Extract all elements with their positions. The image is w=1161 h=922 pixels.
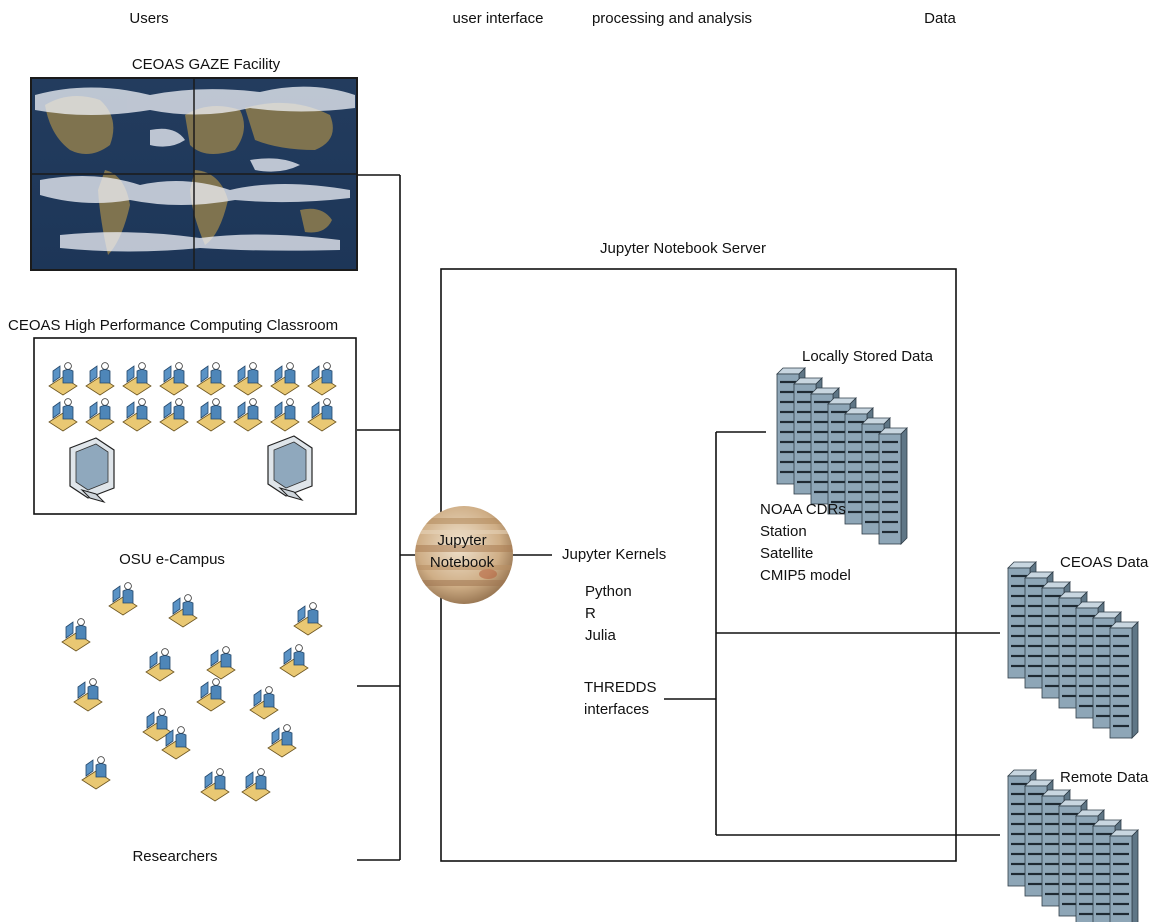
remote-data-label: Remote Data [1060,769,1149,786]
ceoas-server-racks [1008,562,1138,738]
notebook-line-2: Notebook [429,554,495,571]
jupyter-notebook-label: Jupyter Notebook [414,530,510,574]
gaze-display-wall [30,77,358,271]
local-data-item: CMIP5 model [760,567,851,584]
jupyter-notebook-sphere [415,506,513,604]
local-data-item: NOAA CDRs [760,501,846,518]
notebook-line-1: Jupyter [437,532,487,549]
ecampus-users [61,582,323,802]
header-processing: processing and analysis [591,10,753,27]
server-title: Jupyter Notebook Server [600,240,766,257]
kernel-julia: Julia [585,627,616,644]
connector-lines [357,174,1000,861]
header-users: Users [129,10,169,27]
remote-server-racks [1008,770,1138,922]
thredds-line-1: THREDDS [584,679,657,696]
ecampus-label: OSU e-Campus [119,551,225,568]
hpc-classroom-label: CEOAS High Performance Computing Classro… [8,317,339,334]
thredds-label: THREDDS interfaces [584,677,657,721]
kernel-r: R [585,605,596,622]
gaze-facility-label: CEOAS GAZE Facility [131,56,281,73]
local-data-item: Satellite [760,545,814,562]
header-data: Data [924,10,956,27]
ceoas-data-label: CEOAS Data [1060,554,1149,571]
researchers-label: Researchers [132,848,218,865]
local-data-list: NOAA CDRs Station Satellite CMIP5 model [760,499,851,587]
kernel-list: Python R Julia [585,581,632,647]
header-user-interface: user interface [452,10,544,27]
kernels-title: Jupyter Kernels [562,546,667,563]
thredds-line-2: interfaces [584,701,650,718]
local-data-item: Station [760,523,807,540]
local-data-title: Locally Stored Data [802,348,933,365]
kernel-python: Python [585,583,632,600]
